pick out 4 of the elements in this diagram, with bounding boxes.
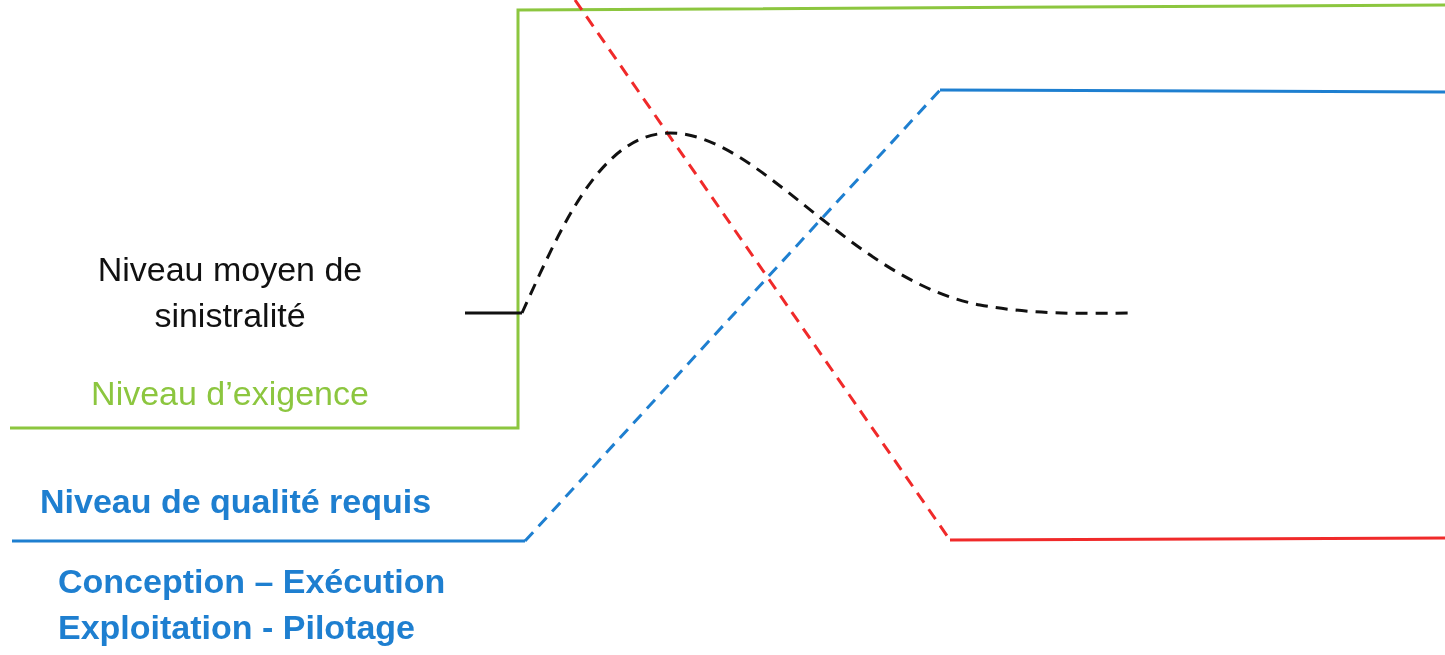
curve-label: Niveau moyen de sinistralité (96, 249, 364, 336)
line-label: Niveau de qualité requis (40, 481, 433, 522)
phase-label: Conception – Exécution Exploitation - Pilotage (58, 561, 447, 648)
step-label: Niveau d’exigence (90, 373, 370, 414)
